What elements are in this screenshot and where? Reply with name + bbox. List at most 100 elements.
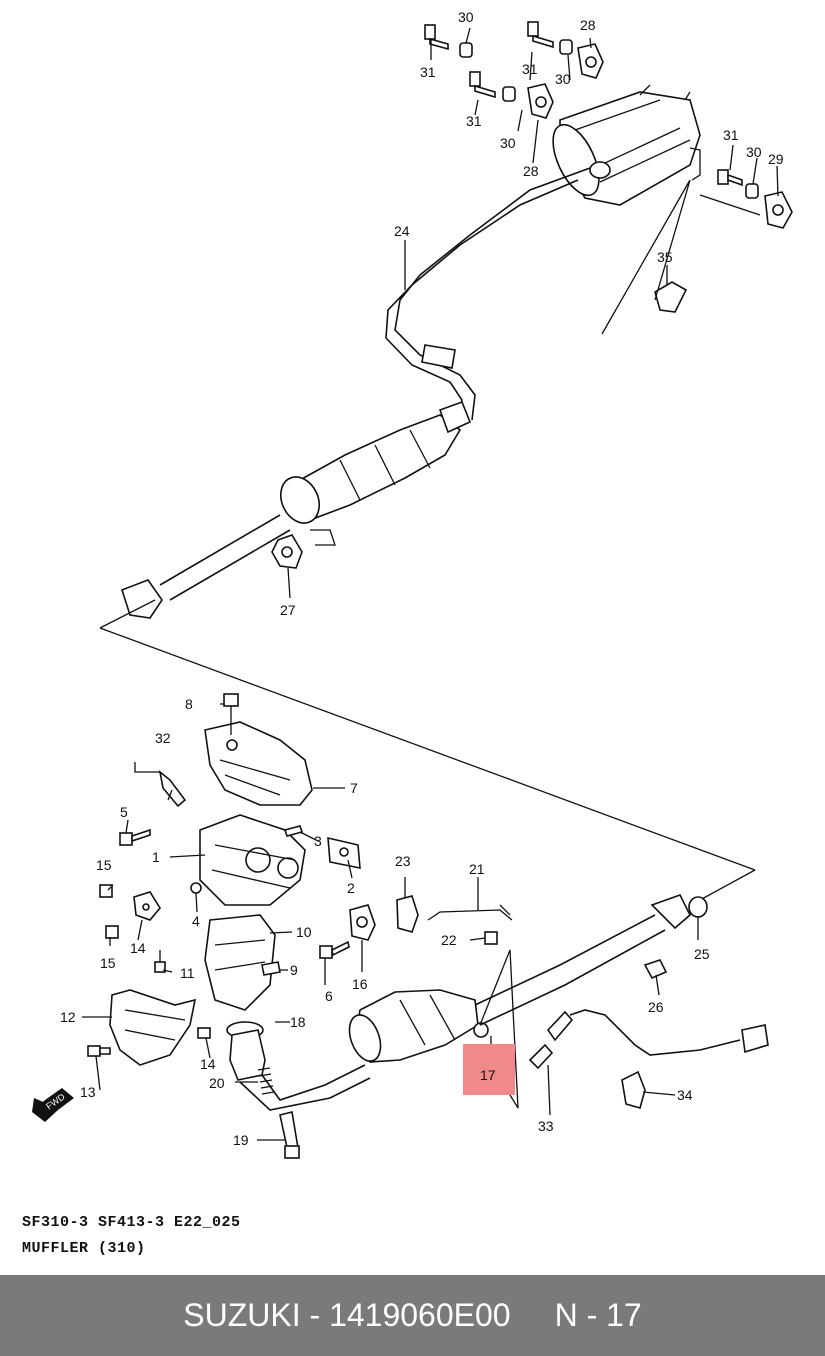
callout-19: 19 [233, 1132, 249, 1148]
callout-11: 11 [180, 965, 195, 981]
rear-muffler [552, 84, 701, 206]
collar-30-left [459, 42, 473, 58]
callout-5: 5 [120, 804, 128, 820]
callout-13: 13 [80, 1084, 96, 1100]
callout-34: 34 [677, 1087, 693, 1103]
highlight-box-17 [463, 1044, 515, 1095]
callout-4: 4 [192, 913, 200, 929]
callout-33: 33 [538, 1118, 554, 1134]
callout-10: 10 [296, 924, 312, 940]
callout-14b: 14 [200, 1056, 216, 1072]
callout-28a: 28 [580, 17, 596, 33]
callout-30a: 30 [458, 9, 474, 25]
callout-28b: 28 [523, 163, 539, 179]
callout-29: 29 [768, 151, 784, 167]
catalytic-converter-front [348, 989, 479, 1063]
hanger-29 [764, 191, 793, 229]
manifold-lower-10 [204, 914, 276, 1011]
part-number-label: SUZUKI - 1419060E00 [183, 1297, 511, 1333]
front-pipe [229, 1029, 371, 1111]
heat-shield-7 [204, 721, 313, 806]
callout-15a: 15 [96, 857, 112, 873]
callout-14a: 14 [130, 940, 146, 956]
bracket-34 [621, 1070, 646, 1109]
callout-labels: 30 31 31 30 28 31 30 28 31 30 29 24 35 2… [60, 9, 784, 1148]
gasket-16 [349, 904, 376, 941]
bolt-22 [484, 931, 498, 945]
nut-26 [643, 959, 668, 980]
callout-16: 16 [352, 976, 368, 992]
callout-35: 35 [657, 249, 673, 265]
callout-31a: 31 [420, 64, 436, 80]
nut-4 [190, 882, 202, 894]
bracket-14-left [133, 891, 161, 921]
leader-lines [82, 27, 779, 1141]
bolt-14-right [197, 1027, 211, 1039]
pipe-to-rear [474, 894, 691, 1026]
stud-6 [319, 940, 350, 959]
diagram-code-caption: SF310-3 SF413-3 E22_025 [22, 1214, 241, 1231]
collar-30-right [745, 183, 759, 199]
cover-12 [109, 989, 197, 1066]
callout-24: 24 [394, 223, 410, 239]
oxygen-sensor-33 [528, 1009, 769, 1070]
bolt-31-right [717, 169, 743, 187]
bolt-13 [87, 1045, 111, 1057]
stud-3 [283, 825, 304, 837]
callout-32: 32 [155, 730, 171, 746]
bolt-19 [279, 1111, 300, 1159]
callout-7: 7 [350, 780, 358, 796]
callout-12: 12 [60, 1009, 76, 1025]
page-reference-label: N - 17 [554, 1297, 642, 1333]
callout-27: 27 [280, 602, 296, 618]
callout-31d: 31 [723, 127, 739, 143]
collar-30-top [559, 39, 573, 55]
bolt-15-bottom [105, 925, 119, 939]
bolt-8 [223, 693, 239, 735]
gasket-25 [688, 896, 708, 918]
callout-31c: 31 [522, 61, 538, 77]
bracket-9 [261, 961, 281, 976]
bolt-11 [154, 950, 166, 973]
callout-6: 6 [325, 988, 333, 1004]
footer-bar: SUZUKI - 1419060E00 N - 17 [0, 1275, 825, 1356]
callout-2: 2 [347, 880, 355, 896]
hanger-23 [396, 895, 419, 933]
callout-9: 9 [290, 962, 298, 978]
hanger-28-mid [527, 83, 554, 119]
callout-1: 1 [152, 849, 160, 865]
bracket-21 [427, 904, 513, 921]
callout-22: 22 [441, 932, 457, 948]
gasket-2 [327, 836, 361, 869]
callout-25: 25 [694, 946, 710, 962]
bolt-5 [119, 828, 151, 846]
catalytic-converter-center [121, 400, 472, 619]
spring-20 [257, 1067, 275, 1095]
fwd-arrow-icon: FWD [32, 1088, 74, 1122]
hanger-28-top [577, 43, 604, 79]
diagram-title-caption: MUFFLER (310) [22, 1240, 146, 1257]
bushing-35 [654, 281, 688, 313]
callout-30c: 30 [555, 71, 571, 87]
hanger-27 [271, 534, 303, 569]
callout-18: 18 [290, 1014, 306, 1030]
callout-30b: 30 [500, 135, 516, 151]
callout-21: 21 [469, 861, 485, 877]
callout-8: 8 [185, 696, 193, 712]
bolt-15-top [99, 884, 113, 898]
callout-20: 20 [209, 1075, 225, 1091]
callout-15b: 15 [100, 955, 116, 971]
callout-30d: 30 [746, 144, 762, 160]
exhaust-manifold-1 [199, 814, 306, 906]
bolt-31-left [424, 24, 449, 51]
bolt-31-mid [469, 71, 496, 99]
callout-17: 17 [480, 1067, 496, 1083]
collar-30-mid [502, 86, 516, 102]
middle-pipe [385, 167, 591, 421]
bolt-31-top [527, 21, 554, 49]
callout-3: 3 [314, 833, 322, 849]
oxygen-sensor-32 [134, 762, 187, 808]
callout-31b: 31 [466, 113, 482, 129]
exhaust-parts-diagram: FWD 30 31 31 30 28 31 30 28 31 30 29 24 … [32, 9, 793, 1159]
callout-26: 26 [648, 999, 664, 1015]
